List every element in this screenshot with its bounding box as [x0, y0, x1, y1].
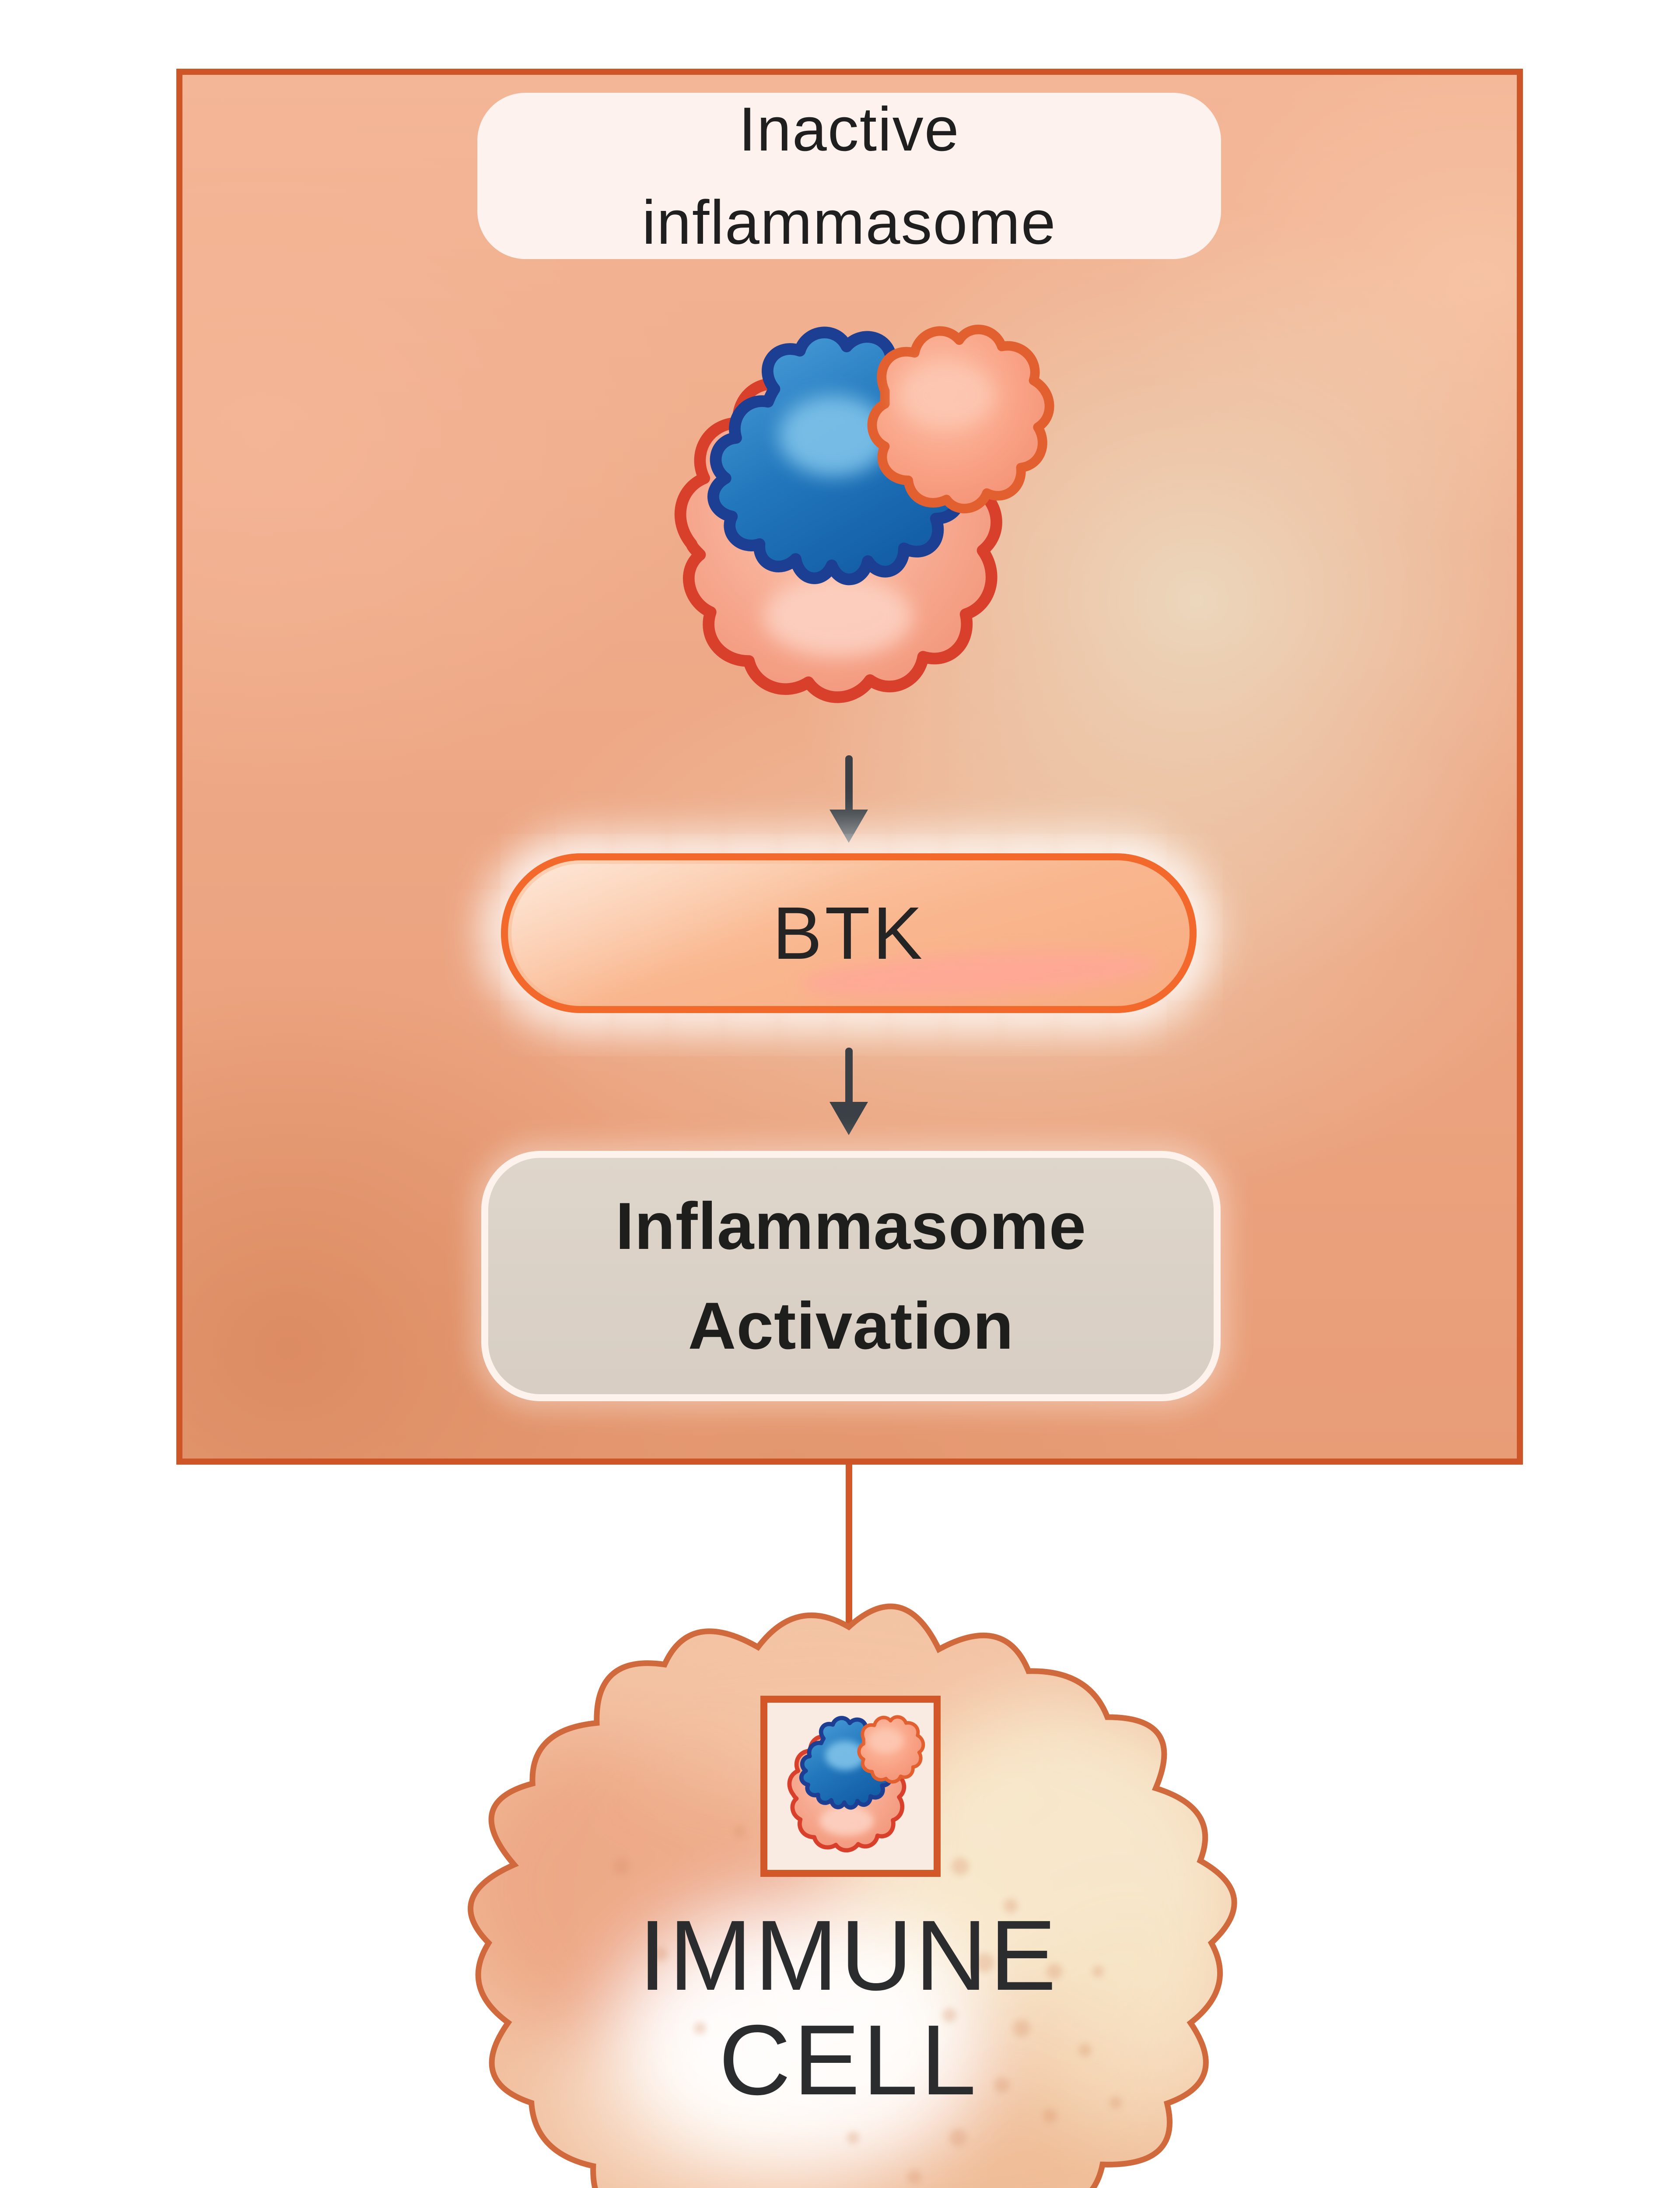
immune-cell-label-line2: CELL — [718, 2005, 979, 2116]
activation-line1: Inflammasome — [615, 1189, 1087, 1263]
immune-cell-label-line1: IMMUNE — [638, 1900, 1059, 2011]
down-arrow-icon — [830, 1048, 868, 1135]
down-arrow-icon — [830, 755, 868, 843]
arrow-shaft — [845, 1048, 853, 1107]
inactive-inflammasome-label: Inactive inflammasome — [477, 93, 1221, 259]
arrow-head — [830, 1102, 868, 1135]
inflammasome-activation-node: Inflammasome Activation — [481, 1151, 1221, 1401]
btk-node: BTK — [501, 853, 1197, 1013]
immune-cell-icon — [468, 1603, 1237, 2188]
cell-texture-patches — [470, 1613, 1235, 2188]
btk-label: BTK — [772, 891, 925, 975]
cell-freckles — [613, 1826, 1122, 2184]
inflammasome-complex-mini-icon — [770, 1705, 931, 1867]
inset-zoom-box — [760, 1696, 941, 1877]
arrow-shaft — [845, 755, 853, 815]
arrow-head — [830, 810, 868, 843]
activation-line2: Activation — [688, 1289, 1014, 1363]
inactive-label-line1: Inactive — [738, 95, 960, 164]
immune-cell-outline — [468, 1603, 1237, 2188]
immune-cell-label: IMMUNE CELL — [499, 1900, 1199, 2116]
inactive-label-line2: inflammasome — [642, 188, 1057, 257]
inflammasome-complex-icon — [626, 298, 1072, 744]
